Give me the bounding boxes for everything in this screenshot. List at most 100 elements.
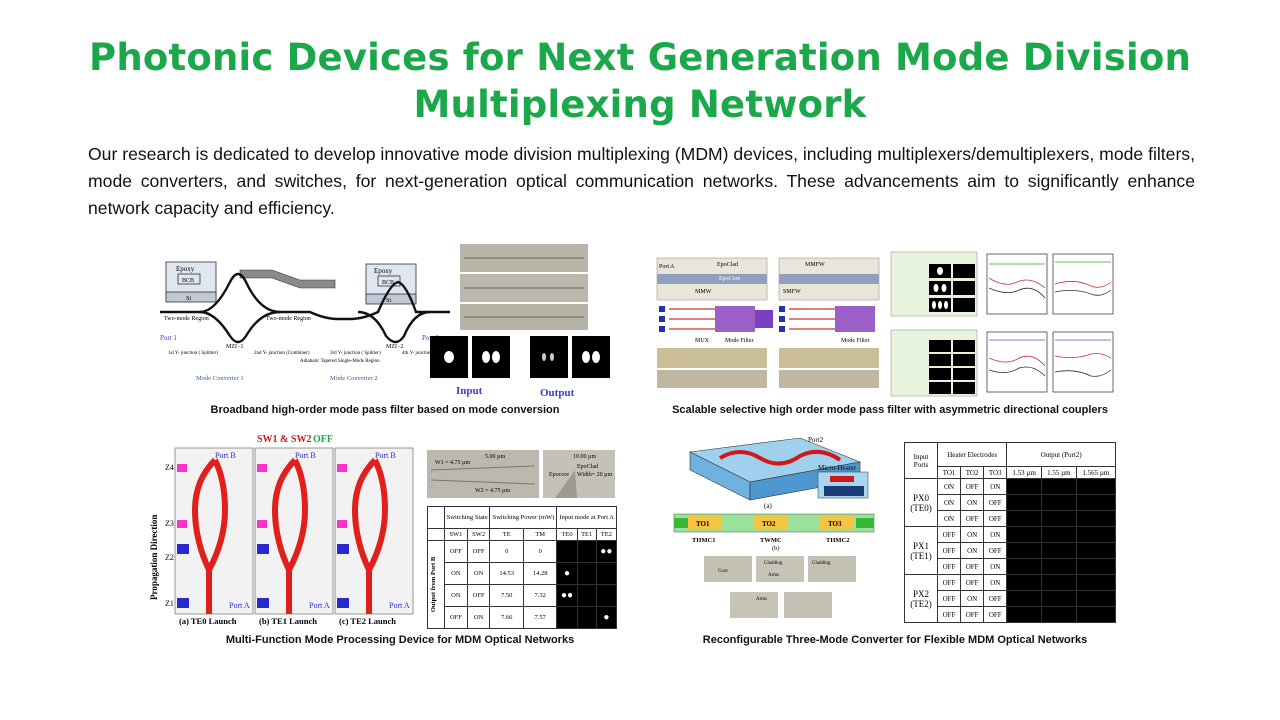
cell: ON <box>444 562 468 585</box>
col-switching-state: Switching State <box>443 506 491 529</box>
epocore-label: EpoCore <box>719 276 741 282</box>
mc2-label: Mode Converter 2 <box>330 375 378 382</box>
port-b-label-a: Port B <box>215 451 236 460</box>
port-px1: PX1 <box>912 540 929 551</box>
cell: ON <box>936 478 962 495</box>
cell: 7.57 <box>522 606 558 629</box>
cell: ON <box>960 526 985 543</box>
si-label: Si <box>186 296 191 302</box>
y3-label: 3rd Y- junction ( Splitter) <box>330 351 381 356</box>
cell: OFF <box>936 606 962 623</box>
dim-w2: W2 = 4.75 µm <box>475 488 511 494</box>
port2-label-3d: Port2 <box>808 436 824 444</box>
sub-to1: TO1 <box>936 466 962 479</box>
sub-sw1: SW1 <box>444 528 468 541</box>
title-line-2: Multiplexing Network <box>413 83 867 126</box>
output-label: Output <box>540 387 575 399</box>
switch-title: SW1 & SW2 <box>257 434 311 445</box>
width-label: Width= 20 µm <box>577 472 613 478</box>
sub-tm: TM <box>522 528 558 541</box>
converter-output-table: Input Ports Heater Electrodes Output (Po… <box>904 442 1117 623</box>
y2-label: 2nd Y- junction (Combiner) <box>254 351 310 356</box>
two-mode-region-label: Two-mode Region <box>164 316 209 322</box>
two-mode-region-label-2: Two-mode Region <box>266 316 311 322</box>
caption-fig3: Multi-Function Mode Processing Device fo… <box>225 634 575 646</box>
cell: OFF <box>936 574 962 591</box>
cell: OFF <box>444 540 468 563</box>
y4-label: 4th Y- junction (Combiner) <box>402 351 457 356</box>
mc1-label: Mode Converter 1 <box>196 375 244 382</box>
h-output: Output (Port2) <box>1006 442 1116 467</box>
arms-label: Arms <box>768 573 779 578</box>
epoclad-label-3: EpoClad <box>577 464 598 470</box>
side-output-label: Output from Port B <box>430 556 438 613</box>
sub-te: TE <box>489 528 524 541</box>
port-b-label-b: Port B <box>295 451 316 460</box>
z3-label: Z3 <box>165 519 174 528</box>
mode-te1: (TE1) <box>910 550 932 561</box>
z4-label: Z4 <box>165 463 174 472</box>
cell: OFF <box>960 574 985 591</box>
cell: 14.53 <box>489 562 524 585</box>
table-row: OFF OFF ON <box>905 558 1117 575</box>
cell: OFF <box>960 510 985 527</box>
switching-table: Switching State Switching Power (mW) Inp… <box>427 506 618 629</box>
mode-field-table-bottom <box>890 329 978 397</box>
h-input-ports: Input Ports <box>904 442 938 479</box>
transmission-plots <box>986 253 1114 393</box>
table-row: ON OFF OFF <box>905 510 1117 527</box>
cell: OFF <box>960 558 985 575</box>
z2-label: Z2 <box>165 553 174 562</box>
core-label: Core <box>718 569 729 574</box>
cell: OFF <box>983 606 1008 623</box>
a-label: (a) <box>764 502 772 510</box>
sub-to3: TO3 <box>983 466 1008 479</box>
adiabatic-label: Adiabatic Tapered Single-Mode Region <box>300 359 380 364</box>
table-row: PX2(TE2) OFF OFF ON <box>904 574 1117 623</box>
title-line-1: Photonic Devices for Next Generation Mod… <box>89 36 1191 79</box>
sub-w1: 1.53 µm <box>1006 466 1042 479</box>
mmfw-label: MMFW <box>805 262 825 268</box>
propagation-axis-label: Propagation Direction <box>149 515 159 600</box>
arms-label-2: Arms <box>756 597 767 602</box>
mode-converter-schematic: Epoxy BCB Si Epoxy BCB Si Port 1 Port 2 … <box>160 244 610 399</box>
cell: ON <box>960 590 985 607</box>
cell: 14.28 <box>522 562 558 585</box>
cell: OFF <box>936 526 962 543</box>
cross-section-right: Epoxy BCB Si <box>365 263 417 305</box>
mux-label: MUX <box>695 338 710 344</box>
b-label: (b) <box>772 545 780 552</box>
mode-te0: (TE0) <box>910 502 932 513</box>
bpm-panels <box>174 447 414 615</box>
to2-label: TO2 <box>762 520 776 528</box>
figure-three-mode-converter: Port2 Micro-Heater (a) TO1 TO2 TO3 THMC1… <box>660 432 1120 632</box>
launch-b-label: (b) TE1 Launch <box>259 616 317 626</box>
page-title: Photonic Devices for Next Generation Mod… <box>60 34 1220 128</box>
y1-label: 1st Y- junction ( Splitter) <box>168 351 218 356</box>
table-row: OFF OFF OFF <box>905 606 1117 623</box>
caption-fig1: Broadband high-order mode pass filter ba… <box>210 404 560 416</box>
table-row: OFF ON OFF <box>905 590 1117 607</box>
twmc-label: TWMC <box>760 537 782 544</box>
bcb-label-2: BCB <box>382 280 394 286</box>
table-row: PX1(TE1) OFF ON ON <box>904 526 1117 575</box>
cell: 7.32 <box>522 584 558 607</box>
dim-5um: 5.00 µm <box>485 454 505 460</box>
cell: OFF <box>960 606 985 623</box>
table-row: PX0(TE0) ON OFF ON <box>904 478 1117 527</box>
intro-paragraph: Our research is dedicated to develop inn… <box>88 144 1195 218</box>
col-switching-power: Switching Power (mW) <box>489 506 558 529</box>
mode-te2: (TE2) <box>910 598 932 609</box>
table-row: OFF ON OFF <box>905 542 1117 559</box>
thmc1-label: THMC1 <box>692 537 715 544</box>
mode-field-table-top <box>890 251 978 317</box>
smfw-label: SMFW <box>783 289 801 295</box>
epoxy-label: Epoxy <box>176 265 195 273</box>
cell: OFF <box>444 606 468 629</box>
port-a-label-b: Port A <box>309 601 330 610</box>
cell: OFF <box>936 542 962 559</box>
thmc2-label: THMC2 <box>826 537 849 544</box>
table-row: ON OFF 7.50 7.32 ●● <box>428 584 618 607</box>
caption-fig4: Reconfigurable Three-Mode Converter for … <box>702 634 1088 646</box>
port-a-label: Port A <box>659 264 675 270</box>
